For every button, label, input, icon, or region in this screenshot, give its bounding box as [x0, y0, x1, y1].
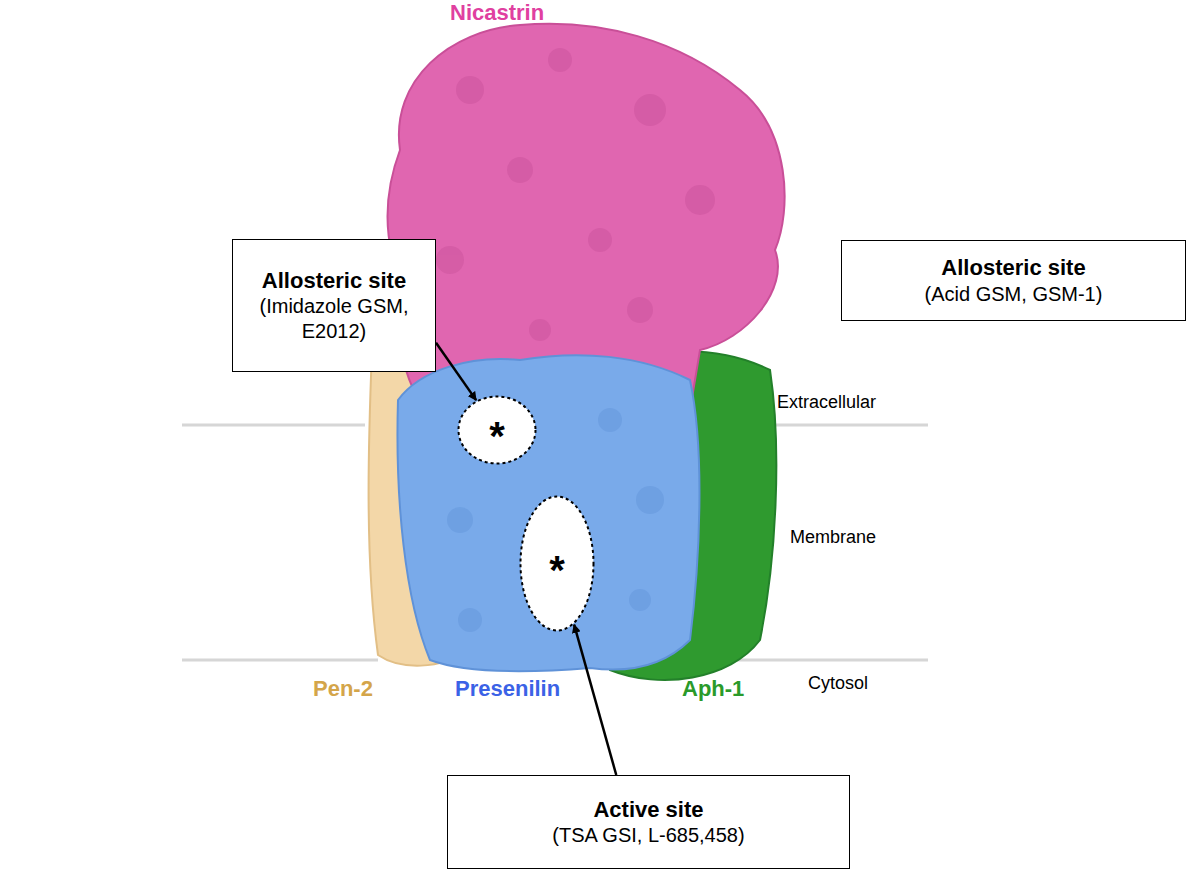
callout-arrow — [574, 625, 616, 775]
callout-title: Allosteric site — [941, 254, 1085, 282]
callout-box: Allosteric site(Acid GSM, GSM-1) — [841, 240, 1186, 321]
callout-detail: (Acid GSM, GSM-1) — [925, 282, 1103, 307]
membrane-line — [182, 424, 365, 427]
region-label: Membrane — [790, 527, 876, 548]
protein-name: Presenilin — [455, 676, 560, 702]
callout-box: Allosteric site(Imidazole GSM, E2012) — [232, 239, 436, 372]
callout-title: Allosteric site — [262, 267, 406, 295]
presenilin-surface — [397, 355, 699, 671]
site-marker: * — [519, 495, 595, 632]
callout-arrow — [436, 343, 476, 400]
site-asterisk: * — [549, 538, 565, 590]
site-marker: * — [457, 395, 537, 465]
protein-name: Pen-2 — [313, 676, 373, 702]
membrane-line — [182, 659, 378, 662]
site-asterisk: * — [489, 404, 505, 456]
protein-name: Nicastrin — [450, 0, 544, 26]
callout-title: Active site — [593, 796, 703, 824]
callout-detail: (TSA GSI, L-685,458) — [552, 823, 744, 848]
callout-detail: (Imidazole GSM, E2012) — [243, 294, 425, 344]
nicastrin-texture — [436, 48, 715, 341]
region-label: Cytosol — [808, 673, 868, 694]
membrane-line — [775, 424, 928, 427]
protein-name: Aph-1 — [682, 676, 744, 702]
region-label: Extracellular — [777, 392, 876, 413]
callout-box: Active site(TSA GSI, L-685,458) — [447, 775, 850, 869]
